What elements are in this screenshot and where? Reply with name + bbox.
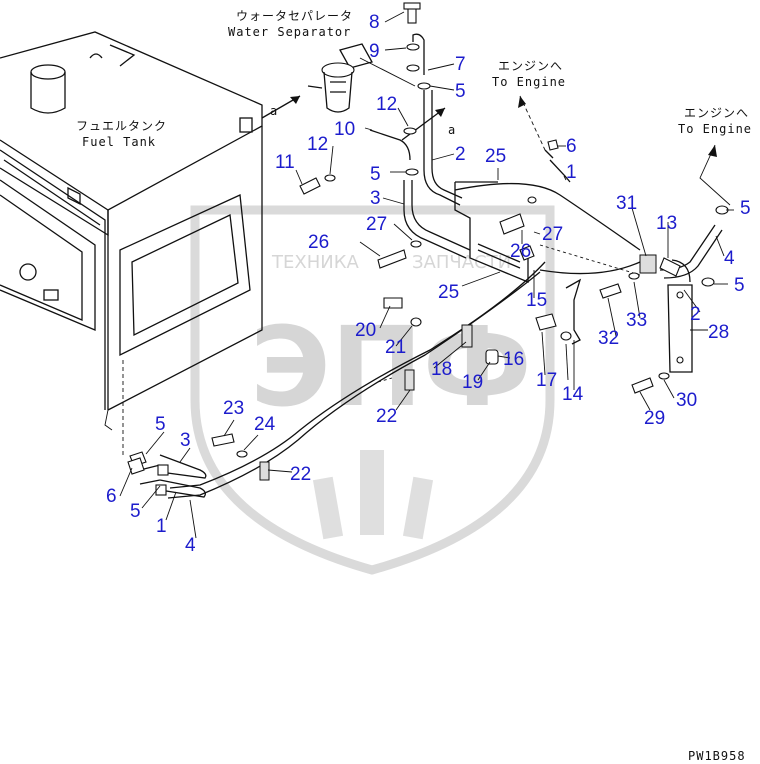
watermark-logo: ЭПФ — [250, 303, 532, 431]
callout-label: 7 — [455, 54, 466, 75]
callout-label: 23 — [223, 398, 244, 419]
callout-label: 12 — [307, 134, 328, 155]
callout-label: 5 — [370, 164, 381, 185]
callout-label: 24 — [254, 414, 276, 435]
callout-label: 8 — [369, 12, 380, 33]
callout-label: 27 — [542, 224, 563, 245]
callout-label: 12 — [376, 94, 397, 115]
callout-label: 6 — [106, 486, 117, 507]
water-separator — [307, 43, 416, 113]
callout-label: 32 — [598, 328, 619, 349]
callout-label: 11 — [275, 152, 295, 173]
callout-label: 6 — [566, 136, 577, 157]
callout-label: 2 — [690, 304, 701, 325]
fuel-tank — [0, 31, 263, 455]
watermark-line1: ТЕХНИКА — [271, 252, 359, 273]
watermark-line2: ЗАПЧАСТИ — [412, 252, 511, 273]
callout-label: 21 — [385, 337, 406, 358]
to-engine-2-arrow — [699, 144, 731, 206]
callout-label: 5 — [740, 198, 751, 219]
callout-label: 26 — [308, 232, 329, 253]
callout-label: 9 — [369, 41, 380, 62]
clamp-31 — [639, 254, 657, 274]
view-a-right: a — [448, 123, 456, 137]
callout-label: 2 — [455, 144, 466, 165]
callout-label: 33 — [626, 310, 647, 331]
callout-label: 29 — [644, 408, 665, 429]
leader-lines — [119, 11, 734, 539]
callout-label: 30 — [676, 390, 697, 411]
callout-label: 31 — [616, 193, 637, 214]
callout-label: 16 — [503, 349, 524, 370]
view-a-left: a — [270, 104, 278, 118]
callout-label: 22 — [376, 406, 397, 427]
drawing-code: PW1B958 — [688, 749, 746, 763]
callout-label: 25 — [485, 146, 506, 167]
callout-label: 14 — [562, 384, 584, 405]
callout-label: 27 — [366, 214, 387, 235]
callout-label: 28 — [708, 322, 729, 343]
to-engine-1-arrow — [519, 95, 546, 151]
clamp-22-upper — [404, 369, 415, 391]
callouts: 8 9 7 5 12 10 12 11 5 2 25 6 1 3 27 26 2… — [106, 12, 751, 556]
water-separator-label-en: Water Separator — [228, 25, 351, 39]
hoses — [139, 90, 723, 499]
callout-label: 3 — [370, 188, 381, 209]
callout-label: 5 — [130, 501, 141, 522]
callout-label: 17 — [536, 370, 557, 391]
watermark: ТЕХНИКА ЗАПЧАСТИ ЭПФ — [190, 205, 555, 575]
callout-label: 3 — [180, 430, 191, 451]
callout-label: 15 — [526, 290, 547, 311]
brackets — [259, 181, 693, 481]
clamp-22-lower — [259, 461, 270, 481]
callout-label: 1 — [156, 516, 167, 537]
callout-label: 20 — [355, 320, 376, 341]
to-engine-1-en: To Engine — [492, 75, 566, 89]
callout-label: 13 — [656, 213, 677, 234]
callout-label: 19 — [462, 372, 483, 393]
callout-label: 26 — [510, 241, 531, 262]
callout-label: 10 — [334, 119, 355, 140]
callout-label: 5 — [455, 81, 466, 102]
to-engine-1-jp: エンジンへ — [498, 59, 563, 73]
fuel-tank-label-en: Fuel Tank — [82, 135, 156, 149]
fasteners — [127, 2, 729, 496]
water-separator-label-jp: ウォータセパレータ — [236, 9, 353, 23]
fuel-tank-label-jp: フュエルタンク — [76, 119, 167, 133]
callout-label: 18 — [431, 359, 452, 380]
callout-label: 4 — [724, 248, 735, 269]
callout-label: 22 — [290, 464, 311, 485]
callout-label: 25 — [438, 282, 459, 303]
callout-label: 1 — [566, 162, 577, 183]
clamp-18 — [461, 324, 473, 348]
to-engine-2-en: To Engine — [678, 122, 752, 136]
to-engine-2-jp: エンジンへ — [684, 106, 749, 120]
callout-label: 4 — [185, 535, 196, 556]
callout-label: 5 — [155, 414, 166, 435]
callout-label: 5 — [734, 275, 745, 296]
